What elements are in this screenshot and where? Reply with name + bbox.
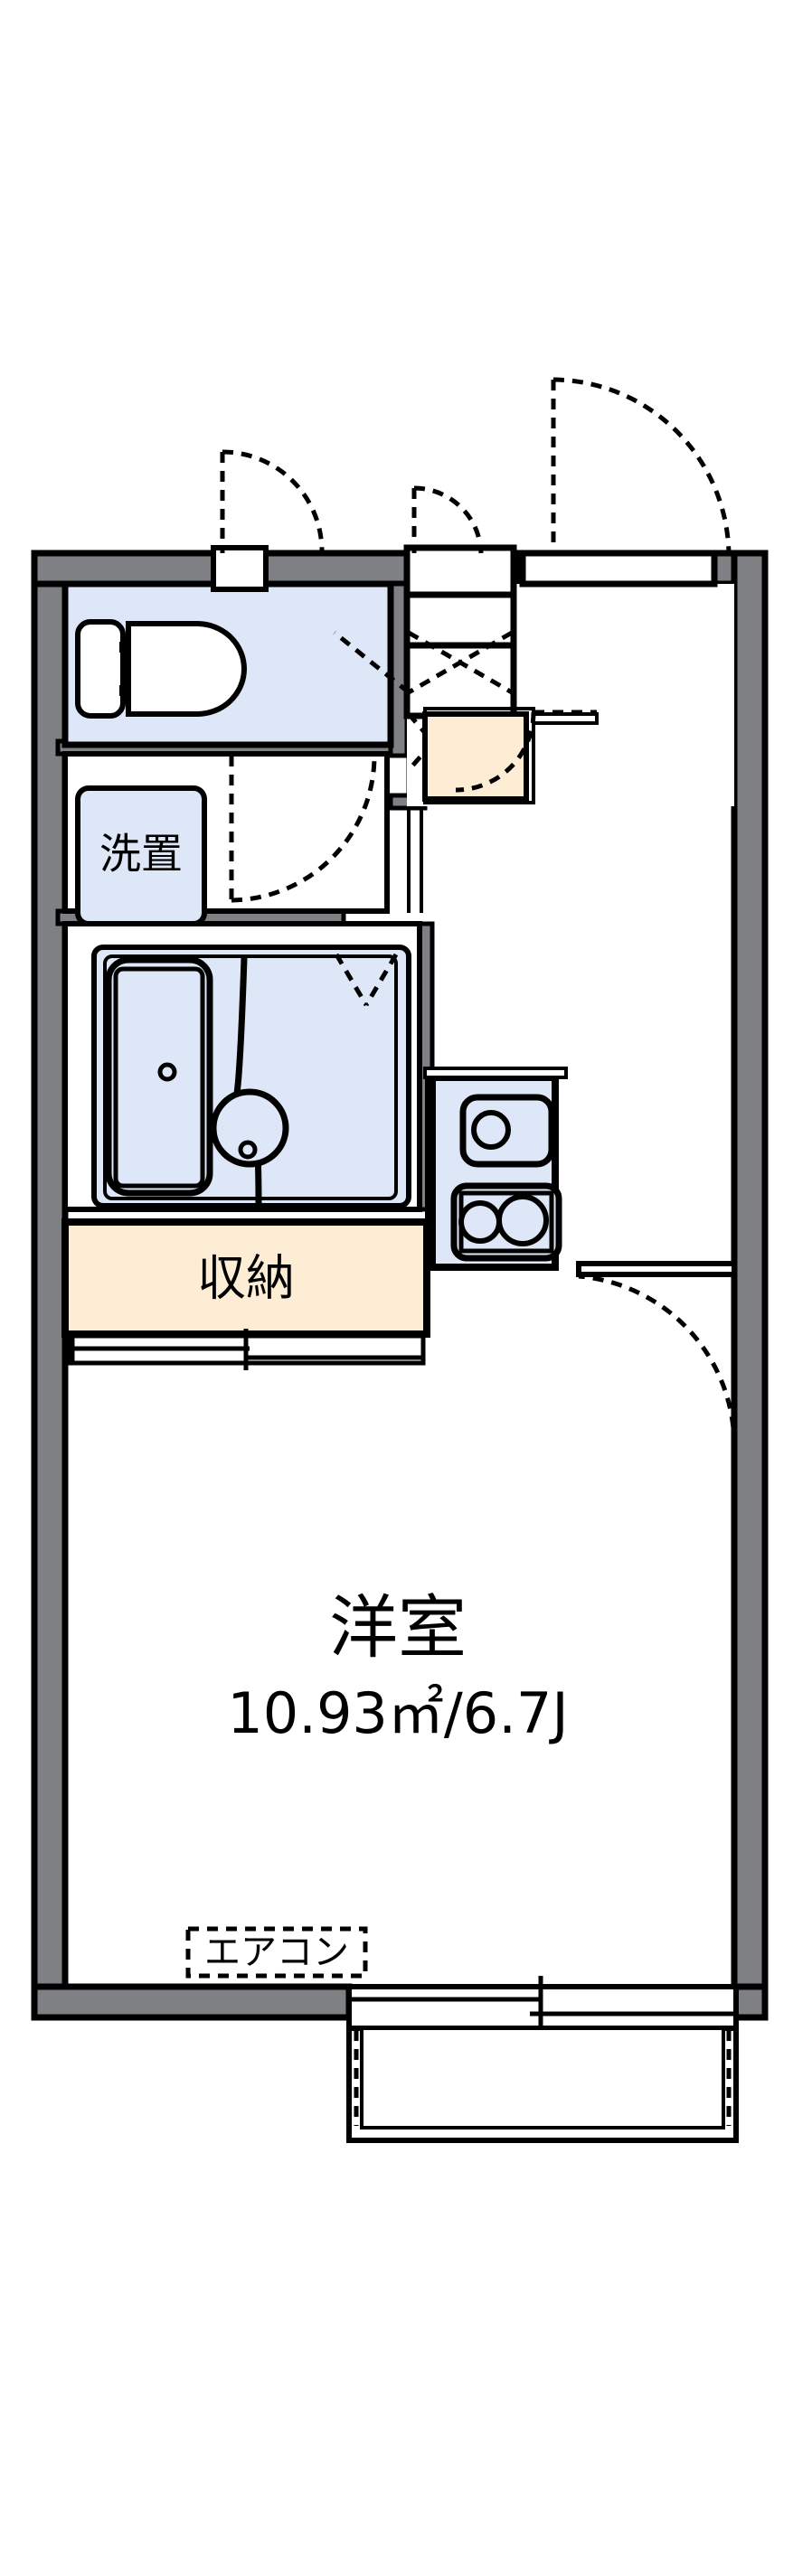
basin-counter-edge [233,957,248,1095]
stove-burner-small-icon [458,1200,502,1244]
room-entry-threshold [532,712,599,725]
entrance-door[interactable] [519,377,732,588]
bath-door-leaf-b [364,953,399,1007]
room-entry-swing-arc [455,711,536,793]
closet-door[interactable] [66,1329,426,1370]
entrance-area [333,544,734,806]
sink-drain-icon [471,1110,511,1150]
meter-box-door[interactable] [411,485,484,554]
bath-door-leaf-a [334,953,369,1007]
wall-right [731,550,769,2021]
balcony [346,2026,739,2143]
toilet-bowl-icon [126,621,247,717]
room-area-label: 10.93㎡/6.7J [227,1680,568,1746]
room-toilet [61,580,394,748]
kitchen-left-edge [425,1067,430,1265]
washroom-door[interactable] [229,756,377,903]
entrance-door-swing-arc [552,377,732,556]
wall-bottom-right [731,1983,769,2021]
kitchen-door-threshold [576,1261,737,1277]
toilet-tank-icon [75,619,126,719]
bathtub-drain-icon [157,1062,177,1082]
room-washroom: 洗置 [62,751,390,926]
page-title: 洋室 [329,1587,467,1668]
toilet-door[interactable] [211,449,325,592]
closet-floor [61,1218,430,1338]
toilet-door-swing-arc [222,449,325,552]
aircon-icon [185,1926,368,1979]
wall-left [31,550,69,2021]
room-entry-door[interactable] [455,710,599,793]
stove-burner-large-icon [496,1194,549,1246]
room-kitchen [423,1067,568,1271]
washer-label: 洗置 [99,830,183,879]
shoe-closet-x2 [407,630,514,695]
room-main: 洋室 10.93㎡/6.7J [227,1587,568,1746]
room-bath [62,921,422,1212]
kitchen-room-door[interactable] [576,1261,737,1447]
shoe-closet-x4 [407,712,459,772]
washbasin-icon [210,1088,289,1168]
aircon-label: エアコン [204,1932,349,1973]
aircon-marker: エアコン [185,1926,368,1979]
closet-label: 収納 [197,1250,295,1307]
washroom-door-swing-arc [231,757,377,903]
genkan-step-frame [423,707,535,804]
kitchen-door-swing-arc [578,1274,737,1447]
wall-bottom-left [31,1983,353,2021]
bath-door[interactable] [334,953,399,1007]
washbasin-drain-icon [238,1140,258,1160]
balcony-inner [360,2026,725,2129]
shoe-closet-x5 [333,631,411,694]
pipe-lines [407,808,423,913]
entrance-door-threshold [519,550,718,588]
room-closet: 収納 [61,1218,430,1370]
bathtub-inner [113,966,205,1189]
kitchen-counter-top-edge [423,1067,568,1079]
toilet-door-threshold [211,545,269,592]
entrance-cabinet [403,544,517,598]
